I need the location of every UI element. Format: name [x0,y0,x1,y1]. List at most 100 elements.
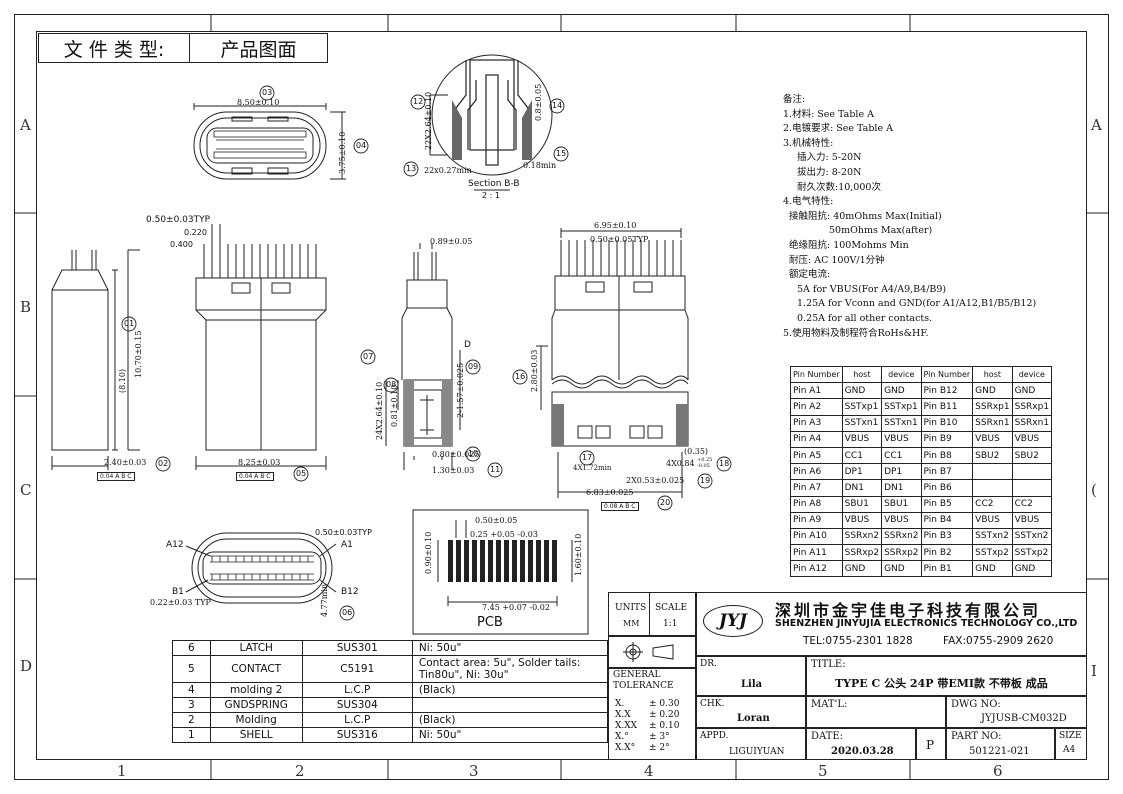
pin-cell: Pin A3 [790,414,843,432]
pin-cell: Pin A10 [790,527,843,546]
pin-cell: CC1 [841,446,883,465]
pin-cell: SSRxp2 [841,544,883,562]
dim-172: 4X1.72min [573,464,612,472]
bom-cell [411,697,609,713]
company-tel: TEL:0755-2301 1828 [803,635,913,647]
zone-row-c: C [20,481,32,499]
zone-col-6: 6 [993,762,1003,780]
pcb-label: PCB [477,615,503,630]
units-label: UNITS [615,603,647,613]
dwg-value: JYJUSB-CM032D [981,713,1067,724]
balloon-18: 18 [719,459,730,468]
general-tolerance: GENERAL TOLERANCE [613,670,674,691]
note-line: 1.25A for Vconn and GND(for A1/A12,B1/B5… [797,298,1037,310]
pin-cell: SSTxp1 [841,398,883,416]
pin-cell: Pin B4 [920,511,974,529]
zone-col-4: 4 [644,762,654,780]
pin-cell: VBUS [972,511,1013,529]
size-box: SIZE A4 [1055,728,1087,760]
dim-sec-4: 0.8±0.05 [534,83,543,121]
zone-row-d: D [20,657,33,675]
bom-cell: Ni: 50u" [411,727,609,743]
pin-cell: Pin A6 [790,463,843,481]
balloon-13: 13 [406,164,417,173]
dim-280: 2.80±0.03 [530,349,539,392]
pin-cell: GND [881,560,922,578]
pin-cell: SBU1 [881,495,922,513]
title-label: TITLE: [811,659,846,670]
pin-cell: Pin A11 [790,544,843,562]
pin-cell: VBUS [972,430,1013,448]
dim-695: 6.95±0.10 [594,221,637,230]
dim-084: 4X0.84 [666,459,695,468]
bom-cell: Molding [209,712,303,728]
tolerance-value: ± 0.20 [649,710,680,720]
tolerance-key: X.XX [615,721,638,731]
balloon-20: 20 [660,498,671,507]
date-label: DATE: [811,731,844,742]
tolerance-key: X.X° [615,743,636,753]
pin-cell: VBUS [1011,511,1053,529]
bom-cell: Ni: 50u" [411,640,609,656]
dim-130: 1.30±0.03 [432,466,475,475]
rev-box: P [916,728,946,760]
pcb-dim-160: 1.60±0.10 [574,533,583,576]
pin-cell: GND [841,560,883,578]
dr-label: DR. [700,659,717,669]
frame-ctrl-1: 0.04 A B C [97,472,135,481]
pin-cell [972,463,1013,481]
pin-cell: Pin B2 [920,544,974,562]
section-scale: 2 : 1 [482,191,500,200]
dim-0220: 0.220 [184,228,207,237]
scale-value: 1:1 [663,619,678,629]
pcb-dim-745: 7.45 +0.07 -0.02 [482,603,550,612]
pin-cell: Pin B5 [920,495,974,513]
pin-cell: SSTxn2 [1011,527,1053,546]
pin-cell: CC2 [1011,495,1053,513]
pin-cell: SSRxn1 [972,414,1013,432]
note-line: 3.机械特性: [783,137,834,149]
pin-cell: VBUS [881,430,922,448]
dim-084-tol: +0.25 -0.05 [697,457,713,469]
date-value: 2020.03.28 [831,746,894,757]
note-line: 1.材料: See Table A [783,108,874,120]
bom-cell: L.C.P [301,712,413,728]
note-line: 5A for VBUS(For A4/A9,B4/B9) [797,283,947,295]
tolerance-row: X.XX± 0.10 [615,721,679,732]
scale-label: SCALE [655,603,688,613]
pin-cell: Pin B12 [920,382,974,400]
pin-cell: SSTxp1 [881,398,922,416]
dim-053: 2X0.53±0.025 [626,476,685,485]
detail-letter-d: D [464,340,471,350]
pin-cell [972,479,1013,497]
dim-081: 0.81±0.10 [390,384,399,427]
bom-cell: L.C.P [301,682,413,698]
dwg-label: DWG NO: [951,699,1001,710]
balloon-12: 12 [413,97,424,106]
dim-825: 8.25±0.03 [238,458,281,467]
part-value: 501221-021 [969,746,1030,757]
bom-cell: LATCH [209,640,303,656]
dim-035: (0.35) [684,447,709,456]
pin-header: host [841,365,883,384]
balloon-15: 15 [556,149,567,158]
pin-cell: SBU1 [841,495,883,513]
dim-sec-3: 0.18min [523,161,557,170]
pin-cell: Pin B1 [920,560,974,578]
dim-sec-1: 22X2.64±0.10 [424,91,433,150]
rev-value: P [926,738,935,752]
zone-col-2: 2 [295,762,305,780]
zone-col-5: 5 [818,762,828,780]
dr-box: DR. Lila [696,656,806,696]
company-logo: JYJ [703,605,763,637]
pin-cell: GND [1011,382,1053,400]
doc-type-label: 文 件 类 型: [39,34,190,62]
